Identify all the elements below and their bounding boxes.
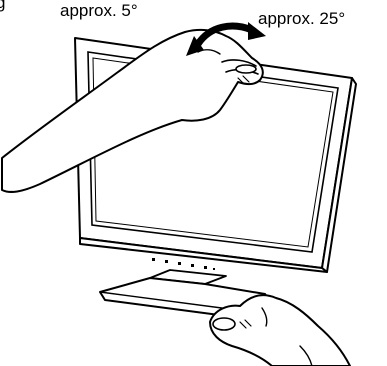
lower-hand bbox=[209, 294, 351, 366]
cropped-heading-fragment: g bbox=[0, 0, 6, 12]
tilt-forward-angle-label: approx. 25° bbox=[258, 9, 346, 28]
thumb-nail bbox=[212, 317, 236, 331]
thumb-nail bbox=[235, 64, 257, 74]
power-indicator bbox=[213, 268, 215, 270]
arrowhead-right-icon bbox=[248, 22, 266, 40]
control-button bbox=[152, 258, 155, 261]
control-buttons bbox=[152, 258, 215, 270]
arrowhead-left-icon bbox=[186, 36, 204, 56]
tilt-back-angle-label: approx. 5° bbox=[60, 1, 138, 20]
control-button bbox=[204, 266, 207, 269]
upper-hand bbox=[1, 28, 264, 193]
control-button bbox=[178, 262, 181, 265]
tilt-arrow bbox=[186, 22, 266, 56]
control-button bbox=[165, 260, 168, 263]
control-button bbox=[191, 264, 194, 267]
